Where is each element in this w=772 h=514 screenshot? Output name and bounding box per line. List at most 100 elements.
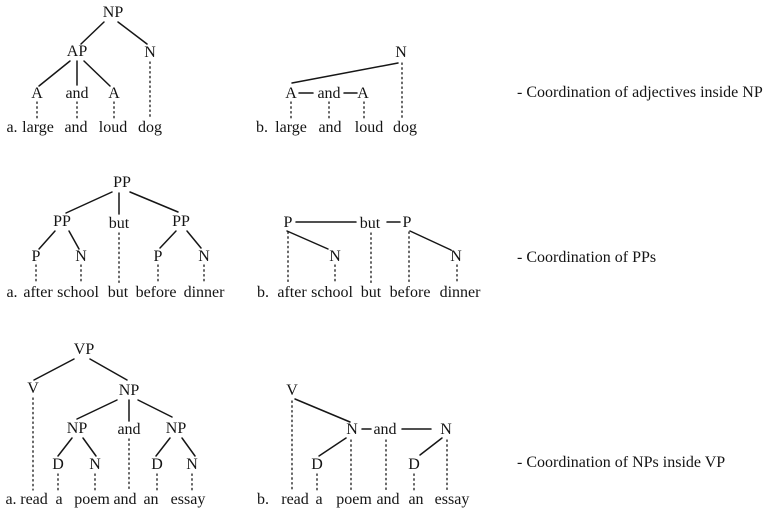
node-label-n-pp-coordination-tree-a: N <box>198 248 210 265</box>
branch-line-np-adjective-coordination-tree-b <box>291 62 399 84</box>
leaf-word-dinner-pp-coordination-tree-b: dinner <box>439 284 481 301</box>
node-label-d-vp-np-coordination-tree-a: D <box>52 456 64 473</box>
node-label-a-np-adjective-coordination-tree-b: A <box>285 85 297 102</box>
branch-line-np-adjective-coordination-tree-a <box>83 60 111 87</box>
leaf-word-after-pp-coordination-tree-b: after <box>277 284 307 301</box>
branch-line-vp-np-coordination-tree-a <box>57 437 73 457</box>
branch-line-vp-np-coordination-tree-a <box>181 437 196 457</box>
leaf-word-b-vp-np-coordination-tree-b: b. <box>257 491 269 508</box>
leaf-word-large-np-adjective-coordination-tree-a: large <box>22 119 54 136</box>
leaf-word-but-pp-coordination-tree-a: but <box>107 284 129 301</box>
branch-line-vp-np-coordination-tree-a <box>89 358 128 381</box>
branch-line-pp-coordination-tree-a <box>65 191 113 214</box>
leaf-word-but-pp-coordination-tree-b: but <box>360 284 382 301</box>
leaf-word-a-vp-np-coordination-tree-b: a <box>315 491 323 508</box>
node-label-vp-vp-np-coordination-tree-a: VP <box>73 341 95 358</box>
branch-line-pp-coordination-tree-a <box>38 230 56 250</box>
branch-line-pp-coordination-tree-a <box>129 191 179 213</box>
node-label-d-vp-np-coordination-tree-b: D <box>311 456 323 473</box>
node-label-and-np-adjective-coordination-tree-a: and <box>65 85 89 102</box>
node-label-n-pp-coordination-tree-a: N <box>75 248 87 265</box>
leaf-word-read-vp-np-coordination-tree-b: read <box>281 491 309 508</box>
node-label-but-pp-coordination-tree-a: but <box>108 215 130 232</box>
branch-line-vp-np-coordination-tree-a <box>155 437 171 457</box>
leaf-word-before-pp-coordination-tree-b: before <box>389 284 431 301</box>
leaf-word-b-pp-coordination-tree-b: b. <box>257 284 269 301</box>
branch-line-np-adjective-coordination-tree-a <box>38 60 71 87</box>
node-label-n-pp-coordination-tree-b: N <box>329 248 341 265</box>
caption-coordination-nps-vp: - Coordination of NPs inside VP <box>517 454 726 471</box>
node-label-and-vp-np-coordination-tree-a: and <box>117 421 141 438</box>
node-label-a-np-adjective-coordination-tree-a: A <box>31 85 43 102</box>
branch-line-vp-np-coordination-tree-a <box>33 358 75 381</box>
leaf-word-a-pp-coordination-tree-a: a. <box>6 284 18 301</box>
leaf-word-b-np-adjective-coordination-tree-b: b. <box>256 119 268 136</box>
branch-line-np-adjective-coordination-tree-a <box>117 21 148 45</box>
branch-line-vp-np-coordination-tree-b <box>318 437 347 457</box>
node-label-v-vp-np-coordination-tree-b: V <box>286 382 298 399</box>
leaf-word-essay-vp-np-coordination-tree-a: essay <box>170 491 206 508</box>
leaf-word-and-vp-np-coordination-tree-a: and <box>113 491 137 508</box>
node-label-n-vp-np-coordination-tree-b: N <box>440 421 452 438</box>
node-label-d-vp-np-coordination-tree-b: D <box>408 456 420 473</box>
node-label-np-vp-np-coordination-tree-a: NP <box>165 420 187 437</box>
node-label-np-vp-np-coordination-tree-a: NP <box>66 420 88 437</box>
leaf-word-essay-vp-np-coordination-tree-b: essay <box>434 491 470 508</box>
leaf-word-poem-vp-np-coordination-tree-a: poem <box>74 491 110 508</box>
branch-line-pp-coordination-tree-a <box>186 230 202 249</box>
node-label-p-pp-coordination-tree-a: P <box>31 248 41 265</box>
leaf-word-dog-np-adjective-coordination-tree-a: dog <box>138 119 162 136</box>
leaf-word-dog-np-adjective-coordination-tree-b: dog <box>393 119 417 136</box>
branch-line-pp-coordination-tree-b <box>409 230 452 251</box>
leaf-word-loud-np-adjective-coordination-tree-b: loud <box>354 119 384 136</box>
node-label-p-pp-coordination-tree-b: P <box>283 214 293 231</box>
node-label-n-pp-coordination-tree-b: N <box>450 248 462 265</box>
leaf-word-a-np-adjective-coordination-tree-a: a. <box>6 119 18 136</box>
leaf-word-a-vp-np-coordination-tree-a: a <box>55 491 63 508</box>
branch-line-np-adjective-coordination-tree-a <box>80 21 105 45</box>
leaf-word-before-pp-coordination-tree-a: before <box>135 284 177 301</box>
branch-line-pp-coordination-tree-a <box>159 230 177 249</box>
node-label-n-np-adjective-coordination-tree-b: N <box>395 44 407 61</box>
node-label-a-np-adjective-coordination-tree-b: A <box>357 85 369 102</box>
node-label-np-vp-np-coordination-tree-a: NP <box>118 382 140 399</box>
node-label-n-vp-np-coordination-tree-b: N <box>346 421 358 438</box>
caption-coordination-adjectives-np: - Coordination of adjectives inside NP <box>517 84 763 101</box>
leaf-word-an-vp-np-coordination-tree-b: an <box>408 491 424 508</box>
branch-line-vp-np-coordination-tree-b <box>294 398 351 423</box>
node-label-n-np-adjective-coordination-tree-a: N <box>144 44 156 61</box>
node-label-pp-pp-coordination-tree-a: PP <box>113 174 131 191</box>
leaf-word-school-pp-coordination-tree-b: school <box>311 284 353 301</box>
leaf-word-and-np-adjective-coordination-tree-a: and <box>64 119 88 136</box>
node-label-v-vp-np-coordination-tree-a: V <box>27 380 39 397</box>
leaf-word-school-pp-coordination-tree-a: school <box>57 284 99 301</box>
branch-line-vp-np-coordination-tree-a <box>82 437 97 457</box>
leaf-word-after-pp-coordination-tree-a: after <box>23 284 53 301</box>
branch-line-vp-np-coordination-tree-b <box>419 437 443 456</box>
node-label-n-vp-np-coordination-tree-a: N <box>89 456 101 473</box>
branch-line-vp-np-coordination-tree-a <box>137 399 173 418</box>
node-label-p-pp-coordination-tree-a: P <box>153 248 163 265</box>
leaf-word-an-vp-np-coordination-tree-a: an <box>143 491 159 508</box>
caption-coordination-pps: - Coordination of PPs <box>517 249 657 266</box>
node-label-pp-pp-coordination-tree-a: PP <box>172 213 190 230</box>
leaf-word-loud-np-adjective-coordination-tree-a: loud <box>98 119 128 136</box>
node-label-and-vp-np-coordination-tree-b: and <box>373 421 397 438</box>
node-label-p-pp-coordination-tree-b: P <box>402 214 412 231</box>
node-label-n-vp-np-coordination-tree-a: N <box>186 456 198 473</box>
node-label-pp-pp-coordination-tree-a: PP <box>53 213 71 230</box>
leaf-word-poem-vp-np-coordination-tree-b: poem <box>336 491 372 508</box>
leaf-word-large-np-adjective-coordination-tree-b: large <box>275 119 307 136</box>
branch-line-vp-np-coordination-tree-a <box>76 399 118 420</box>
node-label-a-np-adjective-coordination-tree-a: A <box>108 85 120 102</box>
node-label-ap-np-adjective-coordination-tree-a: AP <box>66 43 88 60</box>
leaf-word-and-np-adjective-coordination-tree-b: and <box>318 119 342 136</box>
node-label-d-vp-np-coordination-tree-a: D <box>151 456 163 473</box>
leaf-word-read-vp-np-coordination-tree-a: read <box>20 491 48 508</box>
node-label-np-np-adjective-coordination-tree-a: NP <box>102 4 124 21</box>
branch-line-pp-coordination-tree-b <box>286 230 329 250</box>
branch-line-pp-coordination-tree-a <box>68 230 80 250</box>
node-label-but-pp-coordination-tree-b: but <box>359 215 381 232</box>
